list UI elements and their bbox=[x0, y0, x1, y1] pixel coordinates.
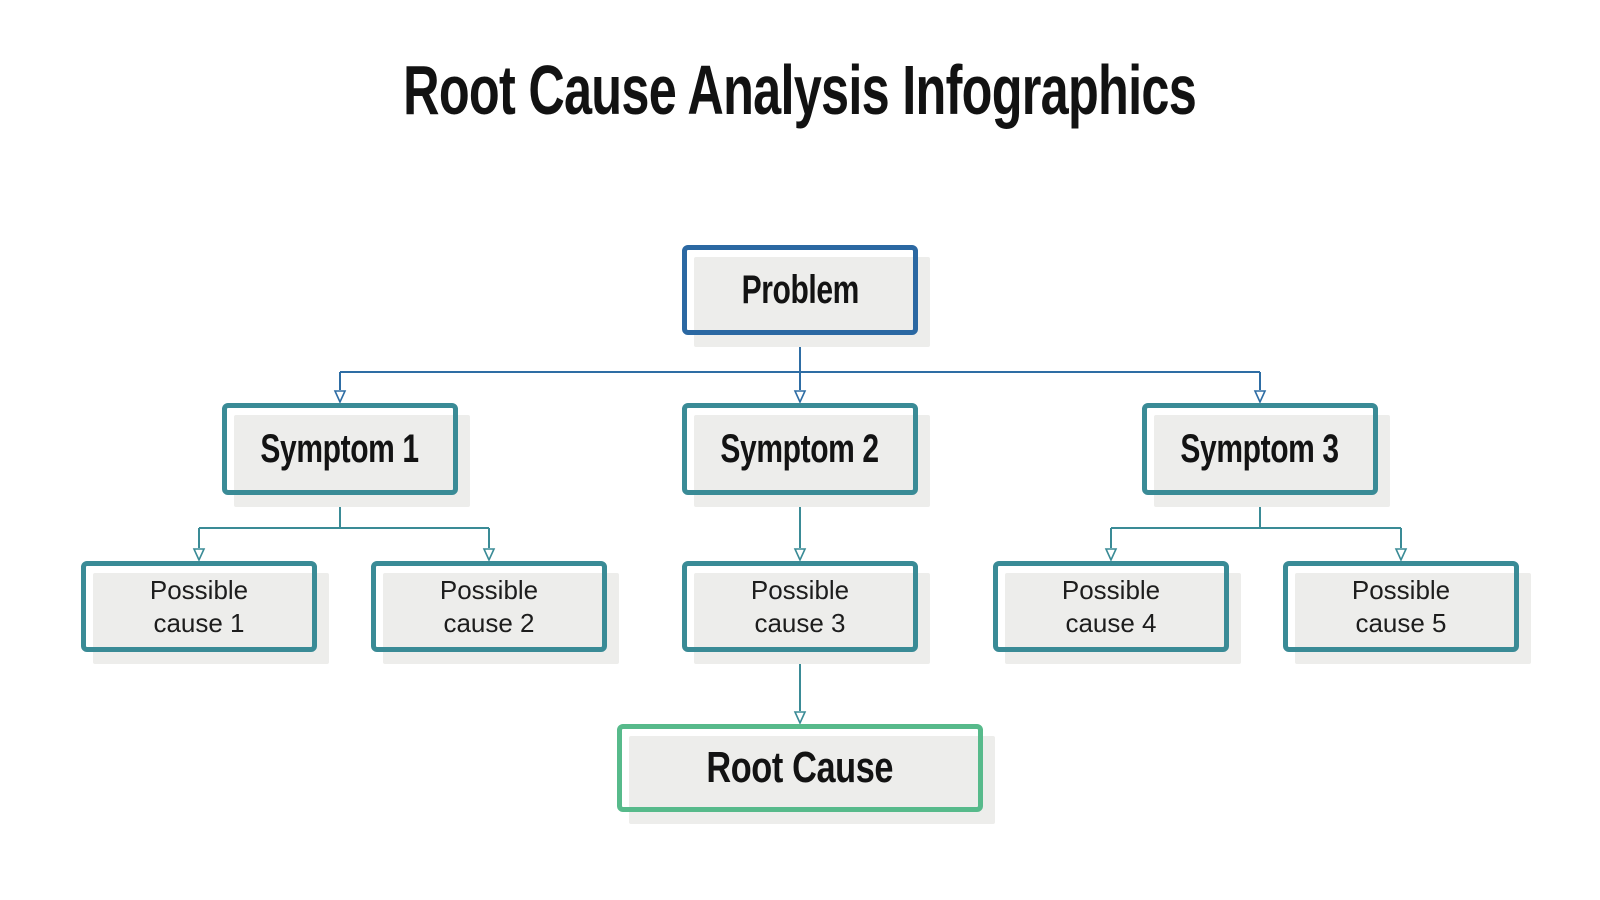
arrowhead-icon bbox=[793, 548, 807, 562]
node-possible-cause-5: Possible cause 5 bbox=[1283, 561, 1531, 664]
node-label: Symptom 1 bbox=[260, 426, 420, 471]
page-title: Root Cause Analysis Infographics bbox=[0, 50, 1600, 131]
node-label: Root Cause bbox=[706, 743, 894, 792]
connectors-symptoms-to-causes bbox=[192, 495, 1408, 725]
node-label: Symptom 3 bbox=[1180, 426, 1340, 471]
arrowhead-icon bbox=[1104, 548, 1118, 562]
arrowhead-icon bbox=[1253, 390, 1267, 404]
node-frame bbox=[81, 561, 317, 652]
page-title-text: Root Cause Analysis Infographics bbox=[403, 51, 1198, 129]
arrowhead-icon bbox=[333, 390, 347, 404]
node-root-cause: Root Cause bbox=[617, 724, 995, 824]
node-label: Symptom 2 bbox=[720, 426, 880, 471]
node-frame bbox=[682, 245, 918, 335]
node-possible-cause-2: Possible cause 2 bbox=[371, 561, 619, 664]
node-frame bbox=[371, 561, 607, 652]
node-symptom-2: Symptom 2 bbox=[682, 403, 930, 507]
node-possible-cause-3: Possible cause 3 bbox=[682, 561, 930, 664]
node-label: Possible cause 3 bbox=[750, 575, 850, 638]
node-frame bbox=[682, 403, 918, 495]
node-frame bbox=[222, 403, 458, 495]
node-label: Possible cause 2 bbox=[439, 575, 539, 638]
node-label: Possible cause 1 bbox=[149, 575, 249, 638]
node-frame bbox=[1283, 561, 1519, 652]
connectors-problem-to-symptoms bbox=[333, 335, 1267, 404]
node-label: Possible cause 5 bbox=[1351, 575, 1451, 638]
arrowhead-icon bbox=[793, 711, 807, 725]
node-label: Possible cause 4 bbox=[1061, 575, 1161, 638]
node-problem: Problem bbox=[682, 245, 930, 347]
node-possible-cause-4: Possible cause 4 bbox=[993, 561, 1241, 664]
arrowhead-icon bbox=[192, 548, 206, 562]
arrowhead-icon bbox=[1394, 548, 1408, 562]
node-symptom-3: Symptom 3 bbox=[1142, 403, 1390, 507]
arrowhead-icon bbox=[482, 548, 496, 562]
node-frame bbox=[993, 561, 1229, 652]
node-frame bbox=[617, 724, 983, 812]
node-symptom-1: Symptom 1 bbox=[222, 403, 470, 507]
node-frame bbox=[1142, 403, 1378, 495]
node-possible-cause-1: Possible cause 1 bbox=[81, 561, 329, 664]
node-label: Problem bbox=[741, 267, 859, 312]
node-frame bbox=[682, 561, 918, 652]
arrowhead-icon bbox=[793, 390, 807, 404]
